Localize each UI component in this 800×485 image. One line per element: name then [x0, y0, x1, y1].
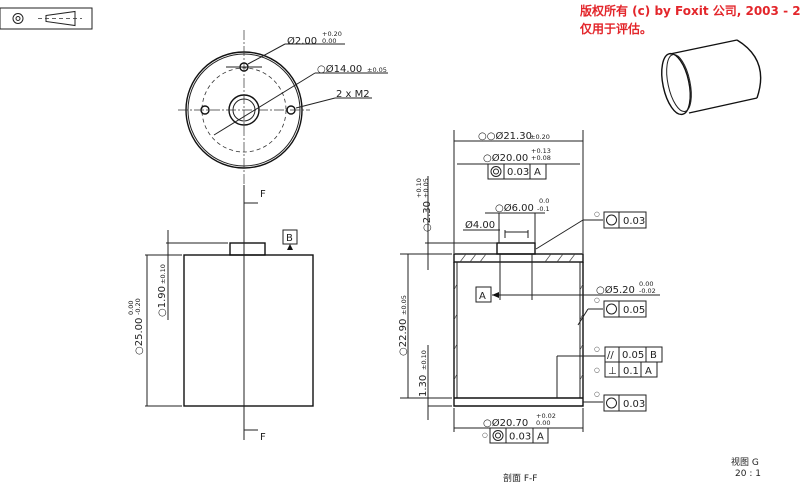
first-angle-circle-icon: [12, 13, 24, 24]
height-tol-lower: -0.20: [134, 298, 142, 315]
fcf-bottom: 0.03: [603, 394, 647, 412]
watermark-line1: 版权所有 (c) by Foxit 公司, 2003 - 2: [580, 3, 800, 18]
base-dim: 1.30: [418, 375, 429, 397]
fcf-parallel-prefix: ○: [594, 345, 600, 353]
fcf-parallel: // 0.05 B: [604, 346, 663, 363]
height-dim: ○22.90: [398, 319, 409, 356]
fcf-top: 0.03 A: [487, 163, 547, 180]
section-label-top: F: [260, 189, 266, 200]
height-tol-upper: 0.00: [127, 301, 135, 315]
fcf-wall: 0.05: [603, 300, 647, 318]
fcf-boss-prefix: ○: [594, 210, 600, 218]
projection-symbol: [0, 7, 93, 30]
fcf-bottom-value: 0.03: [623, 399, 645, 410]
perpendicularity-icon: ⊥: [608, 366, 617, 377]
datum-a: A: [479, 291, 486, 302]
watermark-line2: 仅用于评估。: [579, 21, 652, 36]
od-tol: ±0.20: [530, 133, 550, 141]
bottom-tol-upper: +0.02: [536, 412, 556, 420]
bore-dim: ○Ø5.20: [596, 284, 635, 296]
fcf-parallel-value: 0.05: [622, 350, 644, 361]
fcf-bottom2: 0.03 A: [489, 427, 549, 444]
fcf-bottom2-prefix: ○: [482, 431, 488, 439]
fcf-parallel-datum: B: [650, 350, 657, 361]
fcf-boss: 0.03: [603, 211, 647, 229]
section-label-bottom: F: [260, 432, 266, 443]
height-dim: ○25.00: [134, 318, 145, 355]
boss-h-dim: ○2.30: [422, 201, 433, 232]
pcd-tol: ±0.05: [367, 66, 387, 74]
od2-tol-lower: +0.08: [531, 154, 551, 162]
bore-tol-lower: -0.02: [639, 287, 656, 295]
od2-tol-upper: +0.13: [531, 147, 551, 155]
detail-view-scale: 20 : 1: [735, 469, 761, 479]
boss-height-tol: ±0.10: [159, 264, 167, 284]
datum-b: B: [286, 233, 293, 244]
fcf-wall-value: 0.05: [623, 305, 645, 316]
boss-height-dim: ○1.90: [157, 286, 168, 317]
front-view: F F B ○25.00 0.00 -0.20 ○1.90 ±0.10: [127, 185, 314, 443]
concentricity-icon: [492, 430, 504, 441]
boss-id-dim: Ø4.00: [465, 219, 495, 231]
section-view: ○○Ø21.30 ±0.20 ○Ø20.00 +0.13 +0.08 0.03 …: [398, 130, 663, 484]
fcf-wall-prefix: ○: [594, 296, 600, 304]
concentricity-icon: [490, 166, 502, 177]
height-tol: ±0.05: [400, 295, 408, 315]
boss-h-tol-lower: +0.05: [422, 178, 430, 198]
fcf-top-value: 0.03: [507, 167, 529, 178]
fcf-bottom2-datum: A: [537, 432, 544, 443]
bottom-dim: ○Ø20.70: [483, 417, 528, 429]
isometric-view: [661, 39, 762, 116]
od-dim: ○○Ø21.30: [478, 130, 532, 142]
fcf-perp-datum: A: [645, 366, 652, 377]
hole-dim: Ø2.00: [287, 35, 317, 47]
section-title: 剖面 F-F: [503, 472, 537, 484]
pcd-dim: ○Ø14.00: [317, 63, 362, 75]
fcf-perp-prefix: ○: [594, 366, 600, 374]
circularity-icon: [606, 214, 617, 226]
od2-dim: ○Ø20.00: [483, 152, 528, 164]
detail-view-title: 视图 G: [731, 456, 759, 468]
thread-note: 2 x M2: [336, 89, 370, 100]
bore-tol-upper: 0.00: [639, 280, 653, 288]
hole-tol-upper: +0.20: [322, 30, 342, 38]
top-view: Ø2.00 +0.20 0.00 ○Ø14.00 ±0.05 2 x M2: [178, 30, 388, 190]
circularity-icon: [606, 397, 617, 409]
boss-h-tol-upper: +0.10: [415, 178, 423, 198]
boss-od-tol-upper: 0.0: [539, 197, 549, 205]
fcf-boss-value: 0.03: [623, 216, 645, 227]
fcf-perp-value: 0.1: [623, 366, 639, 377]
base-tol: ±0.10: [420, 350, 428, 370]
datum-a-box: [475, 286, 492, 303]
fcf-perp: ⊥ 0.1 A: [604, 361, 658, 378]
boss-od-dim: ○Ø6.00: [495, 202, 534, 214]
fcf-top-datum: A: [534, 167, 541, 178]
parallelism-icon: //: [607, 350, 614, 361]
bottom-tol-lower: 0.00: [536, 419, 550, 427]
cone-icon: [38, 10, 82, 27]
circularity-icon: [606, 303, 617, 315]
fcf-bottom-prefix: ○: [594, 390, 600, 398]
hole-tol-lower: 0.00: [322, 37, 336, 45]
fcf-bottom2-value: 0.03: [509, 432, 531, 443]
boss-od-tol-lower: -0.1: [537, 205, 550, 213]
